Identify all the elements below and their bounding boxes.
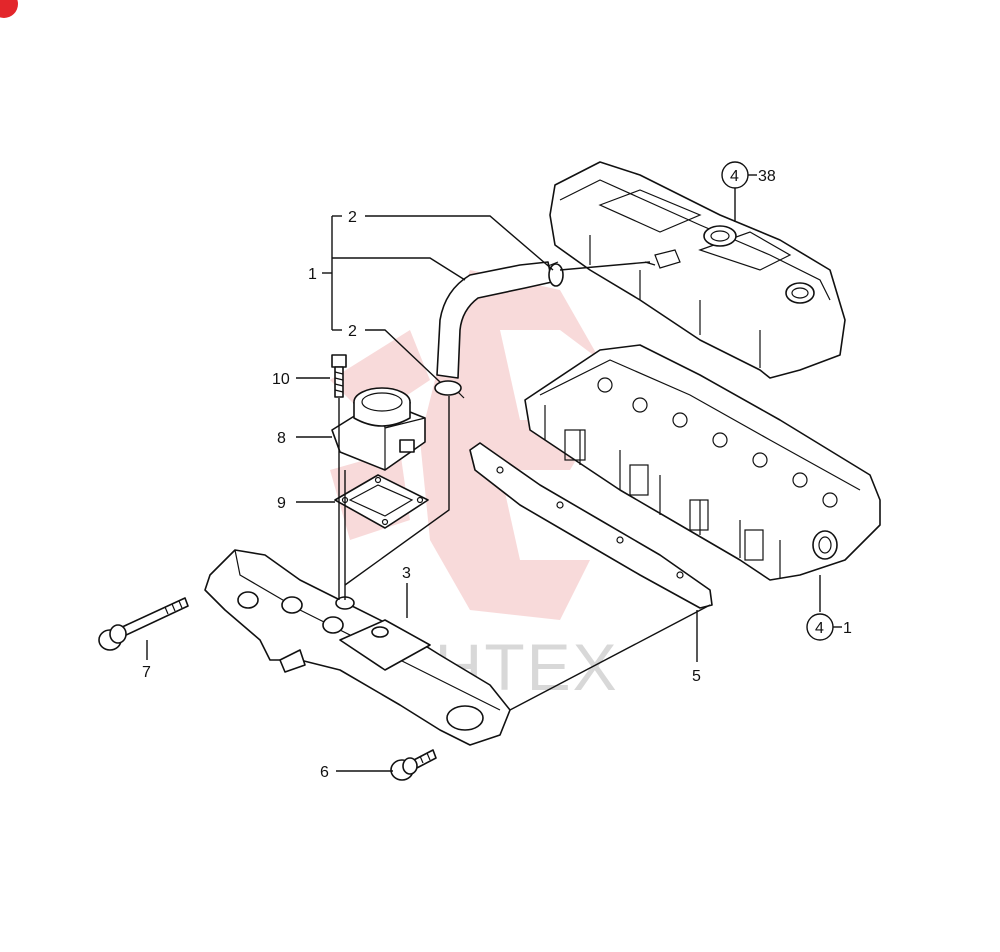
- hose-clamp-upper: [547, 261, 564, 287]
- callout-5: 5: [692, 668, 701, 685]
- bolt-part-6: [390, 749, 437, 781]
- callout-3: 3: [402, 565, 411, 582]
- hose-clamp-lower: [434, 380, 465, 399]
- thermostat-gasket-part-9: [334, 474, 429, 529]
- corner-badge: [0, 0, 18, 18]
- cylinder-head: [524, 344, 881, 581]
- callout-6: 6: [320, 764, 329, 781]
- callout-7: 7: [142, 664, 151, 681]
- head-gasket-part-5: [469, 442, 713, 609]
- ref-callout-4-38: 4 38: [721, 161, 776, 189]
- callout-10: 10: [272, 371, 290, 388]
- callout-9: 9: [277, 495, 286, 512]
- ref-4-38-group: 4: [730, 168, 739, 185]
- callout-2-upper: 2: [348, 209, 357, 226]
- valve-cover: [549, 161, 846, 379]
- callout-8: 8: [277, 430, 286, 447]
- ref-4-1-item: 1: [843, 620, 852, 637]
- bolt-part-10: [331, 354, 347, 398]
- water-flange-part-3: [204, 549, 511, 746]
- callout-1: 1: [308, 266, 317, 283]
- leader-lines: [146, 174, 842, 772]
- callout-2-lower: 2: [348, 323, 357, 340]
- ref-4-38-item: 38: [758, 168, 776, 185]
- bolt-part-7: [98, 597, 189, 651]
- ref-4-1-group: 4: [815, 620, 824, 637]
- ref-callout-4-1: 4 1: [806, 613, 852, 641]
- thermostat-cover-part-8: [331, 387, 426, 471]
